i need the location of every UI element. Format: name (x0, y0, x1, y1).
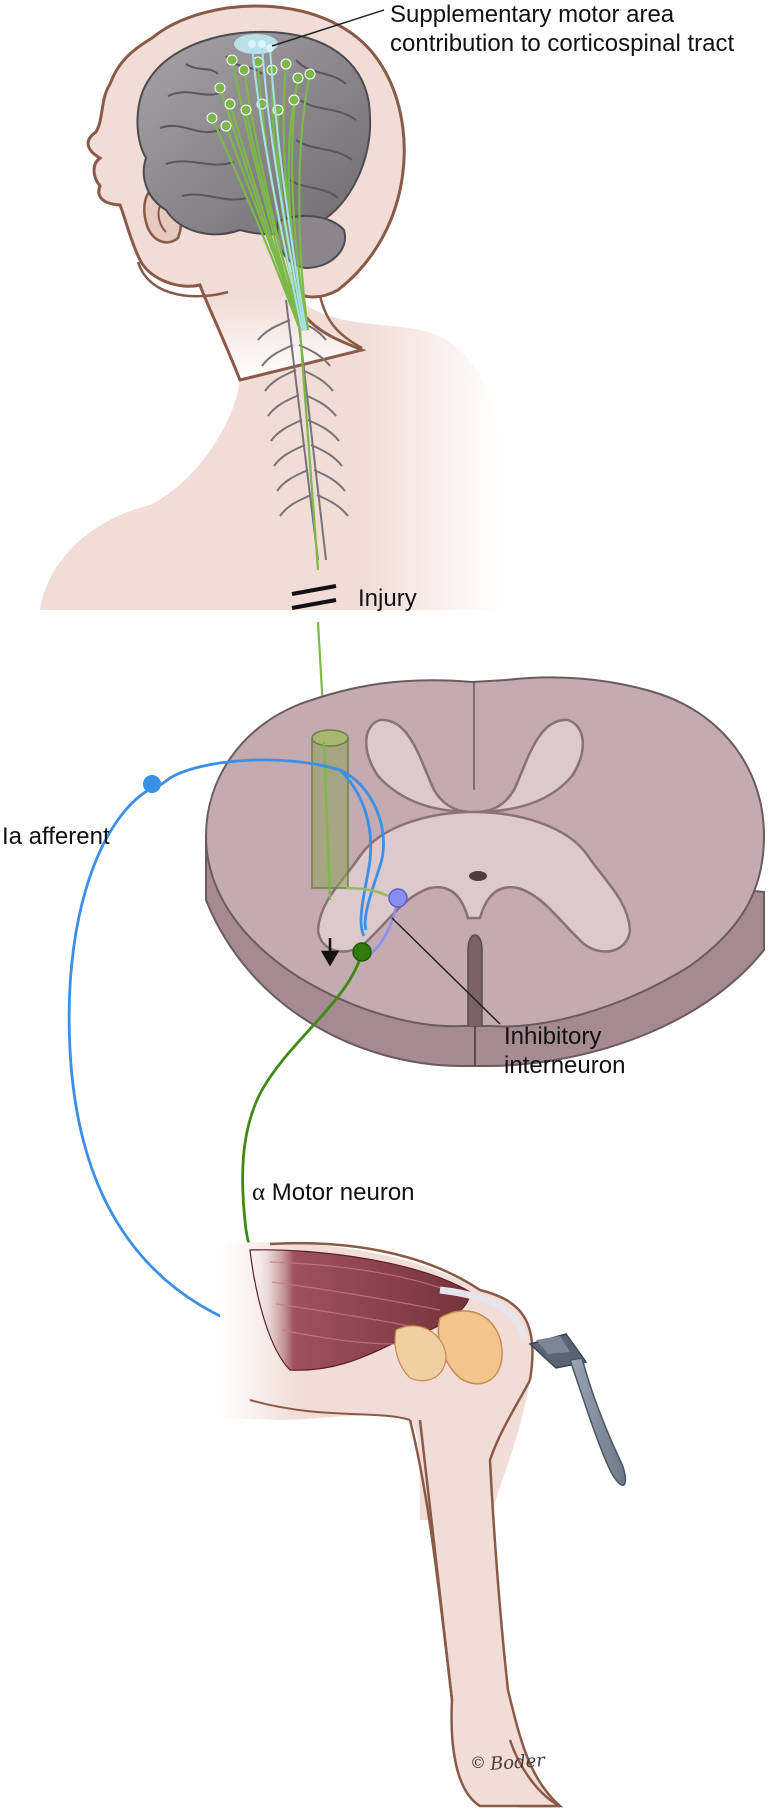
reflex-hammer (528, 1333, 627, 1486)
injury-mark (291, 584, 337, 610)
foot (450, 1699, 561, 1808)
injury-label: Injury (358, 585, 417, 612)
femur-condyle (394, 1325, 447, 1382)
decrease-arrow-cord (320, 938, 340, 967)
copyright-symbol: © (470, 1753, 486, 1772)
inhibitory-interneuron-label: Inhibitory interneuron (504, 1022, 625, 1080)
alpha-symbol: α (252, 1179, 266, 1206)
motor-neuron-text: Motor neuron (271, 1179, 415, 1206)
thigh-underside-outline (249, 1399, 411, 1421)
thigh-top-outline (269, 1241, 534, 1381)
sma-label-line1: Supplementary motor area (390, 1, 675, 28)
inhibitory-label-line2: interneuron (504, 1052, 626, 1079)
sma-leader-line (271, 9, 385, 47)
shoulder-torso-shape (40, 270, 500, 610)
ia-afferent-fiber (67, 758, 385, 1353)
motor-neuron-label: α Motor neuron (252, 1178, 415, 1207)
cervical-spine (257, 299, 349, 561)
lateral-corticospinal-column (311, 729, 349, 901)
patellar-tendon (439, 1286, 528, 1341)
sma-label-line2: contribution to corticospinal tract (390, 30, 735, 57)
back-neck-line (318, 295, 363, 350)
spinal-cord-section (204, 676, 766, 1067)
central-canal (469, 871, 487, 881)
ia-afferent-cell-body (143, 775, 161, 793)
supplementary-motor-area (234, 34, 307, 331)
artist-signature: Boder (489, 1750, 546, 1775)
sma-label: Supplementary motor area contribution to… (390, 0, 734, 58)
quadriceps-muscle (249, 1249, 528, 1385)
ia-afferent-label: Ia afferent (2, 823, 110, 850)
inhibitory-label-line1: Inhibitory (504, 1023, 602, 1050)
anterior-fissure (467, 934, 483, 1026)
calf-back-outline (408, 1419, 454, 1701)
inhibitory-leader-line (391, 917, 501, 1025)
chin-neck-line (136, 261, 229, 298)
